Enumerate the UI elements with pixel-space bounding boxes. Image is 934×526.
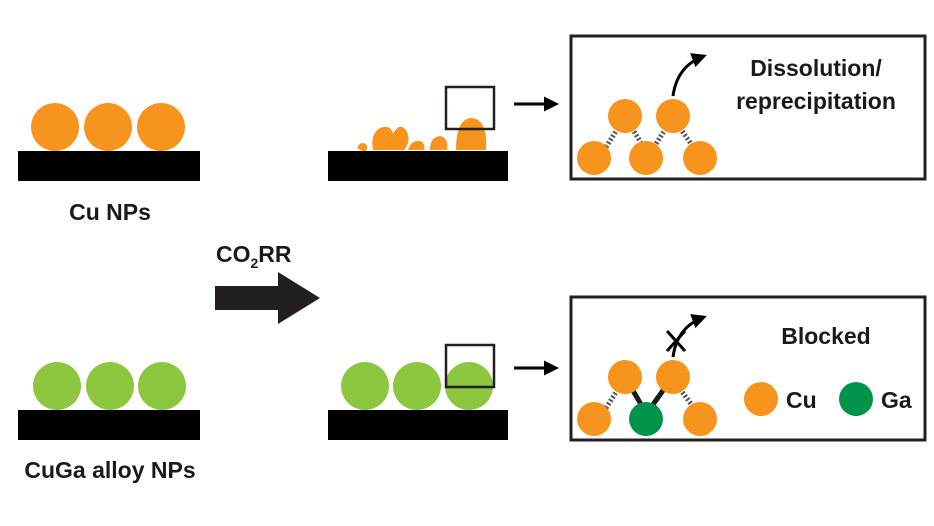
legend-cu-label: Cu (786, 387, 817, 413)
process-arrow-icon (215, 272, 320, 324)
cuga-particle (393, 362, 441, 410)
process-group: CO2RR (215, 241, 320, 324)
process-label: CO2RR (216, 241, 292, 271)
cu-particle (137, 103, 185, 151)
cu-atom (577, 402, 611, 436)
cu-nps-label: Cu NPs (69, 199, 151, 225)
substrate (18, 410, 200, 440)
cu-atom (683, 141, 717, 175)
dissolution-panel: Dissolution/ reprecipitation (569, 34, 927, 181)
substrate (18, 151, 200, 181)
blocked-panel: Blocked Cu Ga (569, 295, 927, 442)
cuga-nps-group: CuGa alloy NPs (18, 362, 200, 483)
legend-ga-swatch (839, 382, 873, 416)
panel-frame (569, 34, 927, 181)
zoom-box (444, 343, 496, 389)
cuga-nps-label: CuGa alloy NPs (24, 457, 195, 483)
cu-atom (577, 141, 611, 175)
cu-atom (608, 99, 642, 133)
stable-cuga-group (328, 343, 559, 440)
cu-atom (656, 99, 690, 133)
blocked-label: Blocked (781, 323, 870, 349)
degraded-cu-group (328, 85, 559, 181)
cuga-particle (138, 362, 186, 410)
ga-atom (629, 402, 663, 436)
zoom-box (444, 85, 496, 131)
cu-atom (629, 141, 663, 175)
legend-ga-label: Ga (881, 387, 912, 413)
legend-cu-swatch (744, 382, 778, 416)
cu-atom (656, 360, 690, 394)
cu-atom (608, 360, 642, 394)
cu-fragment (456, 118, 487, 150)
cuga-particle (86, 362, 134, 410)
cu-fragment (372, 126, 409, 150)
cu-fragment (430, 136, 448, 150)
substrate (328, 151, 508, 181)
cu-particle (84, 103, 132, 151)
cu-atom (683, 402, 717, 436)
cu-fragment (408, 140, 425, 150)
panel-frame (569, 295, 927, 442)
cu-fragment (357, 143, 368, 152)
curved-arrow-icon (671, 53, 707, 97)
substrate (328, 410, 508, 440)
cu-particle (31, 103, 79, 151)
cuga-particle (33, 362, 81, 410)
cuga-particle (341, 362, 389, 410)
dissolution-label-line1: Dissolution/ (750, 55, 882, 81)
dissolution-label-line2: reprecipitation (736, 88, 896, 114)
cu-nps-group: Cu NPs (18, 103, 200, 225)
cross-mark-icon (665, 329, 687, 353)
